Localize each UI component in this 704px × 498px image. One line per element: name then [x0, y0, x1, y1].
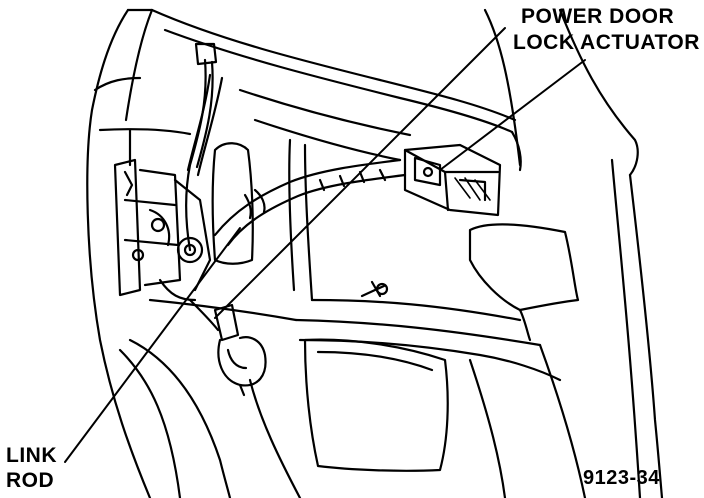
lower-access-opening [303, 338, 449, 472]
wiring-harness [213, 158, 407, 247]
figure-number: 9123-34 [583, 467, 660, 489]
actuator-leader-line-2 [439, 59, 586, 171]
upper-opening [211, 142, 254, 265]
link-rod-label: LINK [6, 444, 57, 467]
link-rod-leader-line [64, 227, 241, 463]
link-rod-label-line2: ROD [6, 469, 55, 492]
actuator-body [403, 143, 502, 217]
mounting-screw [360, 280, 389, 298]
right-cutout [468, 223, 580, 342]
harness-connector [213, 303, 267, 397]
inner-door-panel [93, 73, 587, 498]
actuator-leader-line [214, 27, 506, 319]
latch-mechanism [113, 128, 212, 302]
link-rod [185, 42, 220, 332]
leader-lines [64, 27, 586, 463]
door-frame [86, 8, 664, 498]
power-door-lock-actuator-label: POWER DOOR [521, 5, 675, 28]
actuator-hatching [454, 177, 491, 201]
power-door-lock-actuator-label-line2: LOCK ACTUATOR [513, 31, 700, 54]
